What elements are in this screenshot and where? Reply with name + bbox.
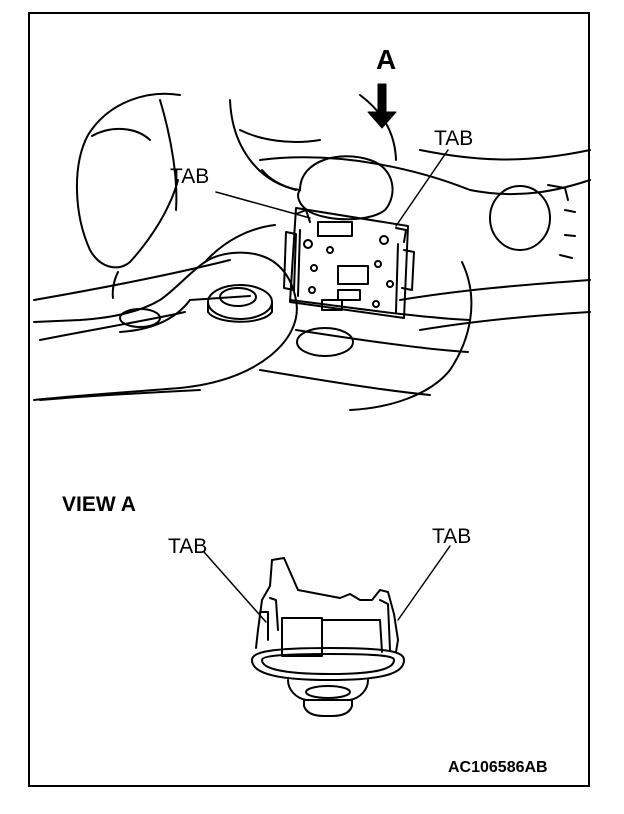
- tab-label-view-right: TAB: [432, 525, 472, 548]
- leader-tab-upper-right: [395, 149, 449, 227]
- switch-view-a: [251, 557, 405, 717]
- tab-label-view-left: TAB: [168, 535, 208, 558]
- oval-recess: [296, 327, 354, 357]
- arrow-a-label: A: [376, 44, 397, 75]
- lever-bracket: [33, 224, 473, 411]
- finger-left: [76, 92, 181, 299]
- arrow-a-icon: [367, 83, 397, 129]
- view-a-title: VIEW A: [62, 493, 136, 516]
- plug-hole: [489, 184, 576, 259]
- tab-label-upper-left: TAB: [170, 165, 210, 188]
- leader-tab-view-left: [203, 551, 267, 623]
- bushing: [207, 284, 273, 323]
- leader-tab-view-right: [397, 545, 451, 621]
- tab-label-upper-right: TAB: [434, 127, 474, 150]
- figure-frame: [28, 12, 590, 787]
- finger-pressing: [229, 94, 397, 221]
- switch-housing-top: [283, 207, 415, 319]
- figure-code: AC106586AB: [448, 759, 548, 776]
- leader-tab-upper-left: [215, 191, 311, 219]
